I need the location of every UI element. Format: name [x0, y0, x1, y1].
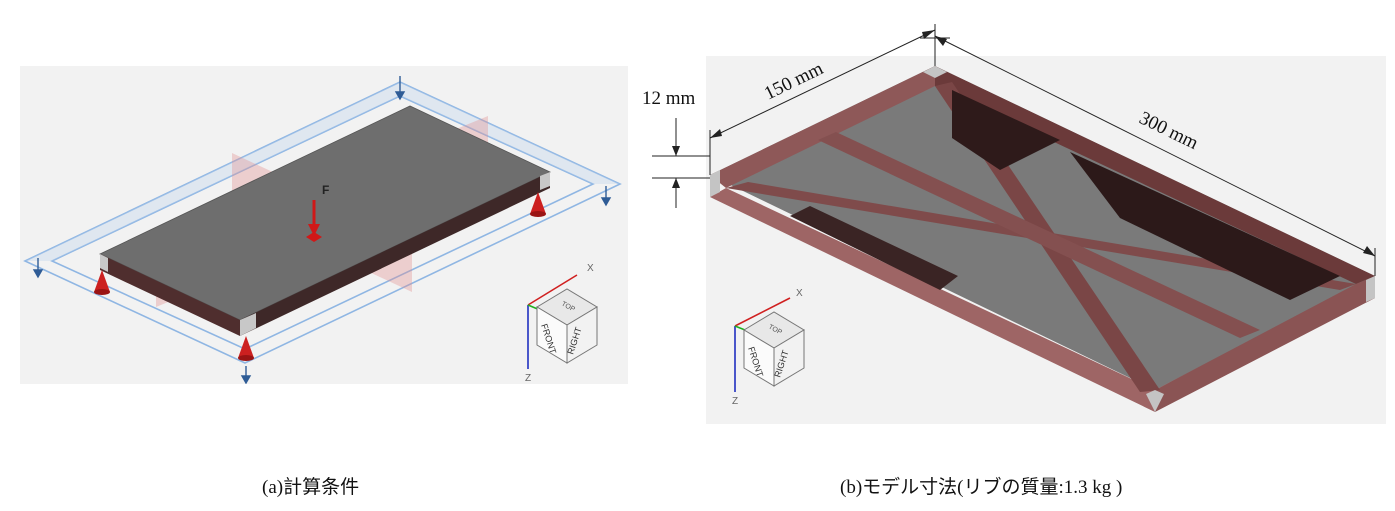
figure-b-caption: (b)モデル寸法(リブの質量:1.3 kg )	[840, 477, 1123, 498]
dimension-lines	[652, 24, 1376, 276]
viewcube-x-label: X	[796, 288, 803, 299]
plate	[99, 105, 551, 336]
force-arrow	[306, 200, 322, 242]
viewcube[interactable]: FRONT RIGHT TOP X Z	[732, 288, 805, 407]
symmetry-frame-fill	[25, 82, 620, 261]
corner-blocks	[710, 66, 1375, 412]
force-label: F	[322, 183, 329, 197]
constraint-support	[94, 192, 546, 361]
symmetry-frame	[23, 81, 622, 364]
figure-b-panel: 12 mm 150 mm 300 mm FRONT RIGHT TOP X Z	[640, 20, 1388, 430]
frame-arrows	[32, 76, 612, 385]
viewcube[interactable]: FRONT RIGHT TOP X Z	[525, 263, 598, 384]
ribs	[710, 66, 1375, 412]
dimension-thickness-label: 12 mm	[642, 88, 696, 109]
viewcube-z-label: Z	[732, 396, 738, 407]
figure-a-canvas: F FRONT RIGHT TOP X	[20, 66, 628, 385]
figure-b-canvas: 12 mm 150 mm 300 mm FRONT RIGHT TOP X Z	[642, 24, 1386, 424]
figure-a-caption: (a)計算条件	[262, 477, 360, 498]
viewcube-x-label: X	[587, 263, 594, 274]
figure-a-panel: F FRONT RIGHT TOP X	[20, 66, 628, 385]
viewcube-z-label: Z	[525, 373, 531, 384]
